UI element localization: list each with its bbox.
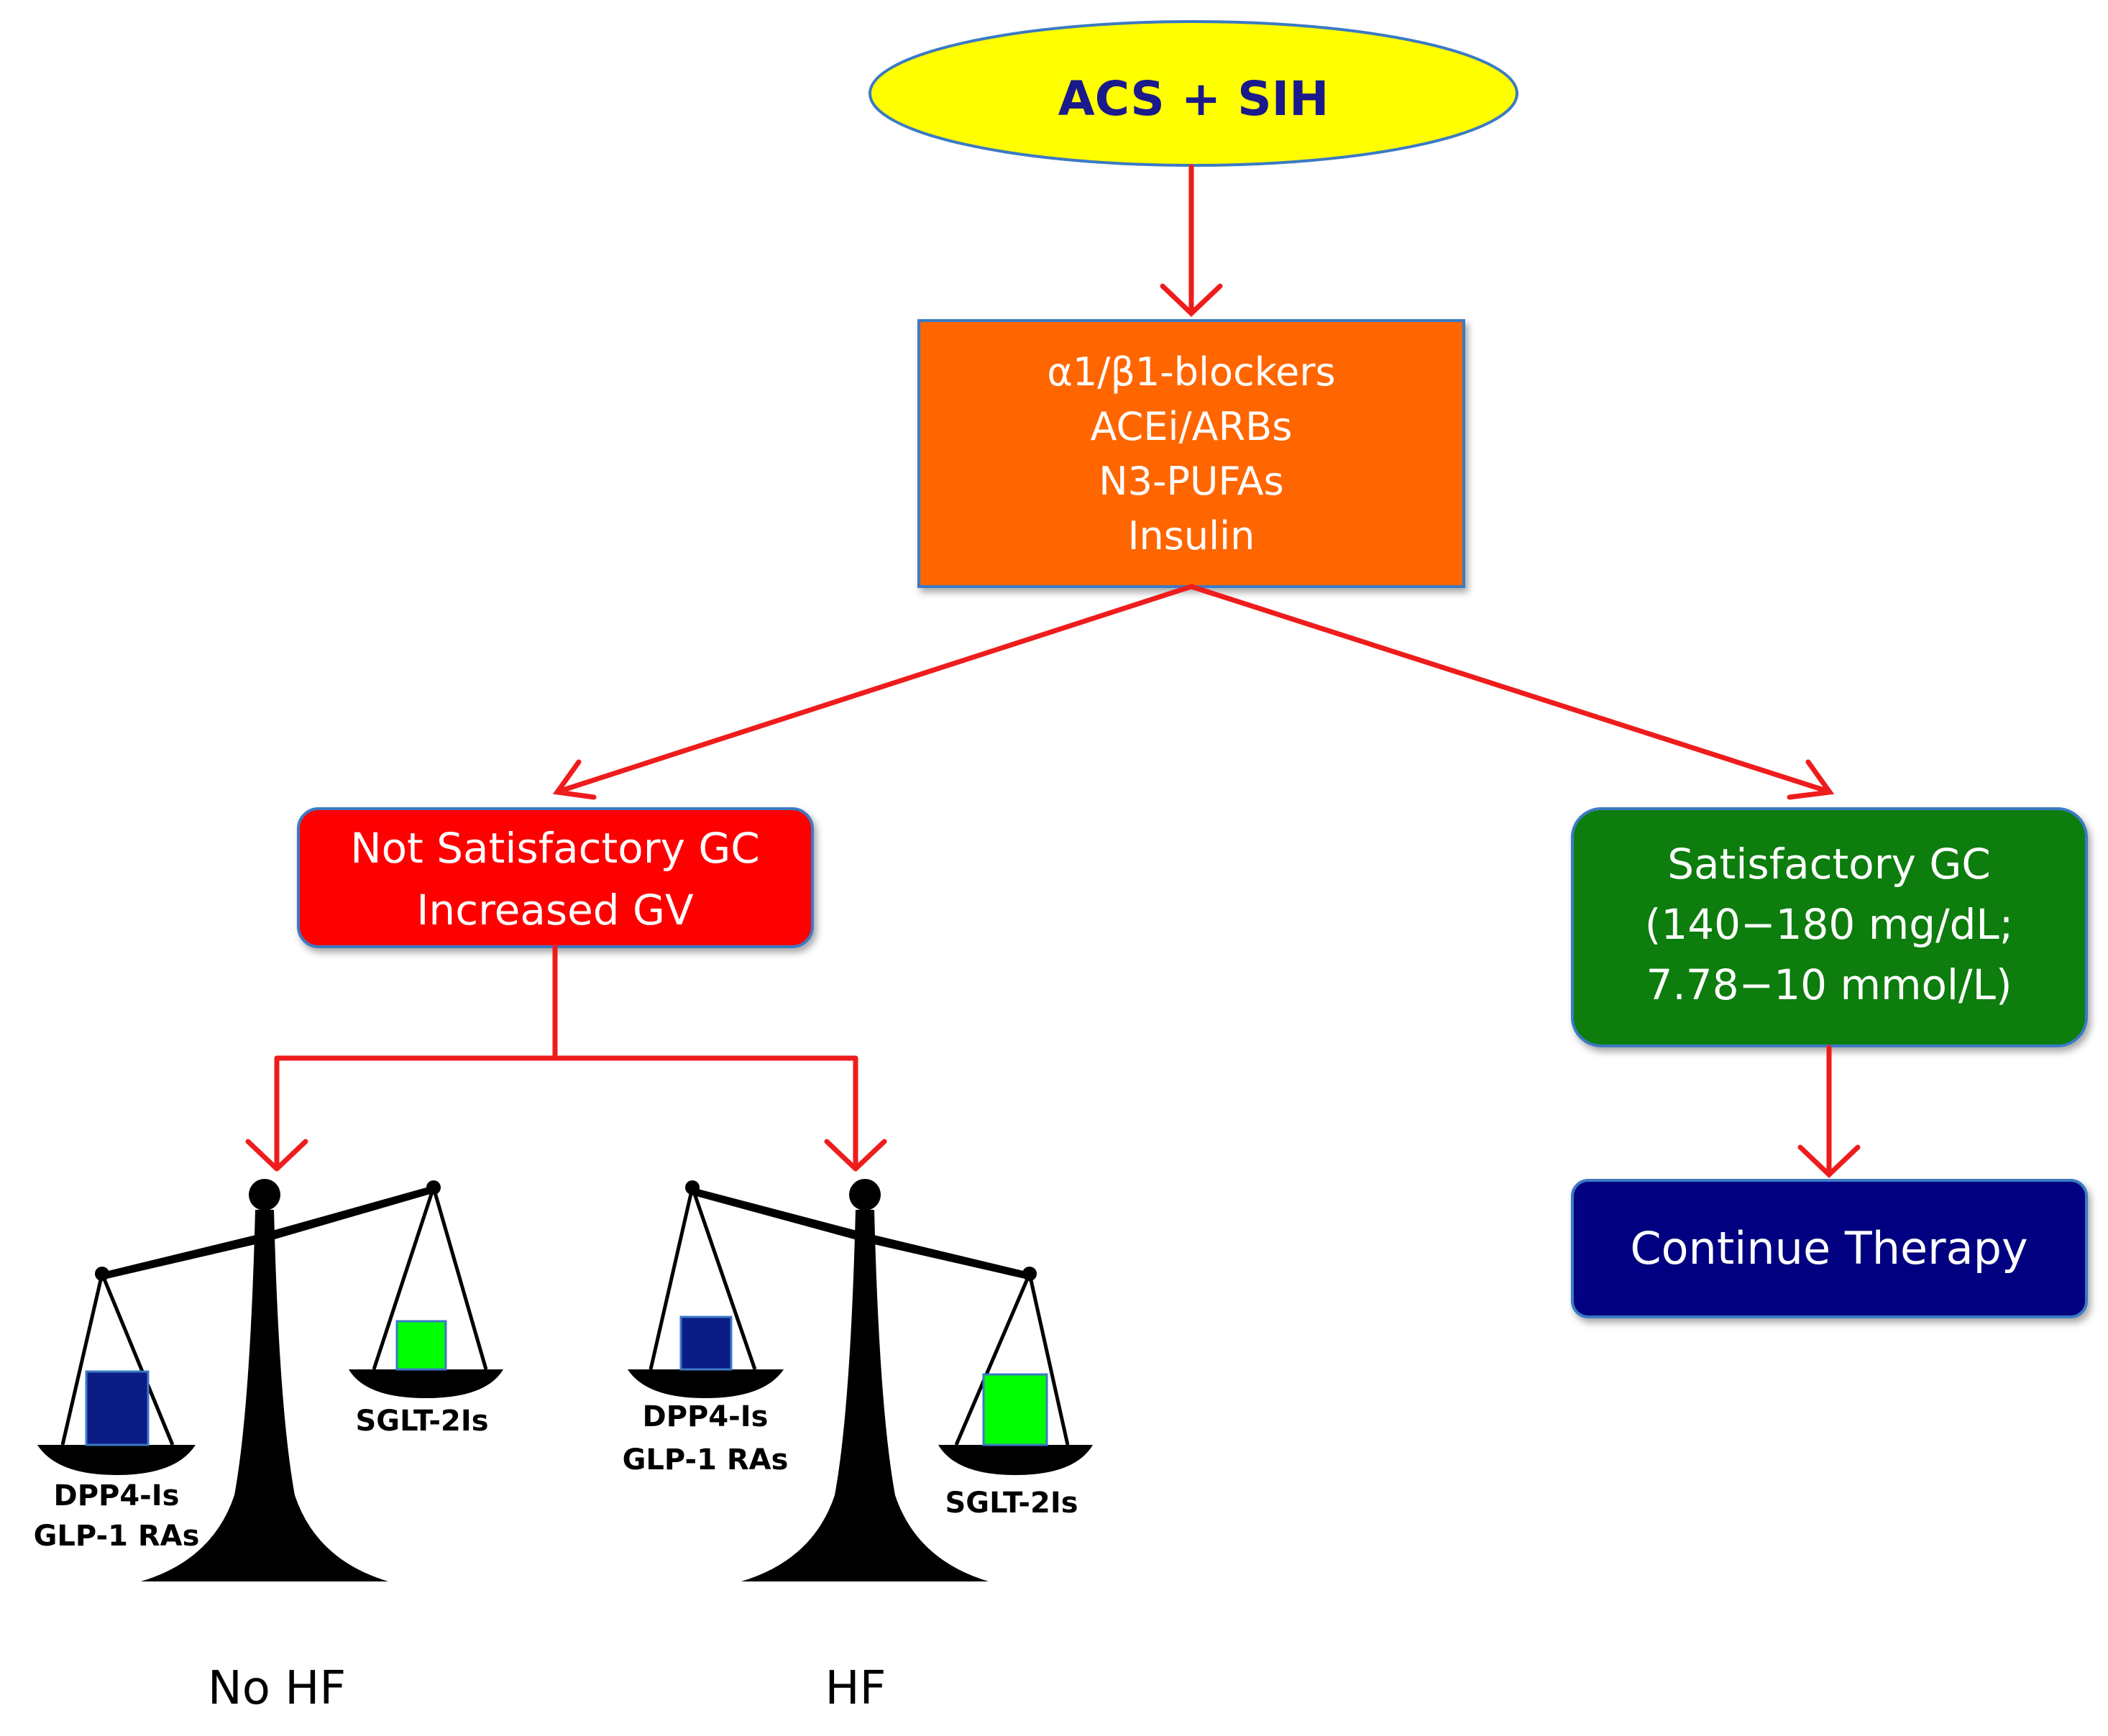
block-dpp4-glp1-light bbox=[679, 1315, 733, 1371]
no-hf-light-label: SGLT-2Is bbox=[355, 1405, 488, 1438]
hf-light-label-1: DPP4-Is bbox=[643, 1400, 769, 1433]
satisfactory-line-1: Satisfactory GC bbox=[1667, 840, 1991, 888]
scale-no-hf: DPP4-Is GLP-1 RAs SGLT-2Is No HF bbox=[34, 1179, 503, 1715]
treatment-line-2: ACEi/ARBs bbox=[1091, 404, 1293, 449]
not-satisfactory-node: Not Satisfactory GC Increased GV bbox=[297, 807, 814, 948]
block-sglt2-heavy bbox=[982, 1373, 1048, 1446]
arrow-treatment-to-not-satisfactory bbox=[552, 584, 1194, 800]
no-hf-heavy-label-1: DPP4-Is bbox=[54, 1479, 180, 1512]
start-label: ACS + SIH bbox=[1058, 71, 1329, 127]
satisfactory-line-2: (140−180 mg/dL; bbox=[1645, 900, 2014, 949]
treatment-line-4: Insulin bbox=[1128, 513, 1255, 559]
continue-therapy-node: Continue Therapy bbox=[1571, 1179, 2088, 1318]
satisfactory-line-3: 7.78−10 mmol/L) bbox=[1646, 960, 2012, 1009]
start-node: ACS + SIH bbox=[869, 20, 1518, 167]
arrow-treatment-to-satisfactory bbox=[1188, 584, 1835, 800]
no-hf-caption: No HF bbox=[208, 1662, 346, 1715]
treatment-line-1: α1/β1-blockers bbox=[1047, 349, 1335, 395]
no-hf-heavy-label-2: GLP-1 RAs bbox=[34, 1520, 200, 1553]
block-sglt2-light bbox=[395, 1320, 447, 1371]
hf-light-label-2: GLP-1 RAs bbox=[623, 1443, 789, 1476]
not-satisfactory-line-1: Not Satisfactory GC bbox=[350, 824, 760, 873]
treatment-node: α1/β1-blockers ACEi/ARBs N3-PUFAs Insuli… bbox=[917, 319, 1465, 588]
hf-caption: HF bbox=[825, 1662, 886, 1715]
arrow-satisfactory-to-continue bbox=[1797, 1044, 1861, 1178]
arrow-fork-to-scales bbox=[245, 944, 887, 1172]
scale-hf: DPP4-Is GLP-1 RAs SGLT-2Is HF bbox=[623, 1179, 1093, 1715]
continue-therapy-label: Continue Therapy bbox=[1630, 1222, 2027, 1275]
hf-heavy-label: SGLT-2Is bbox=[945, 1487, 1078, 1520]
arrow-start-to-treatment bbox=[1160, 164, 1223, 317]
not-satisfactory-line-2: Increased GV bbox=[416, 886, 694, 934]
treatment-line-3: N3-PUFAs bbox=[1099, 459, 1284, 504]
satisfactory-node: Satisfactory GC (140−180 mg/dL; 7.78−10 … bbox=[1571, 807, 2088, 1047]
block-dpp4-glp1-heavy bbox=[85, 1370, 150, 1446]
